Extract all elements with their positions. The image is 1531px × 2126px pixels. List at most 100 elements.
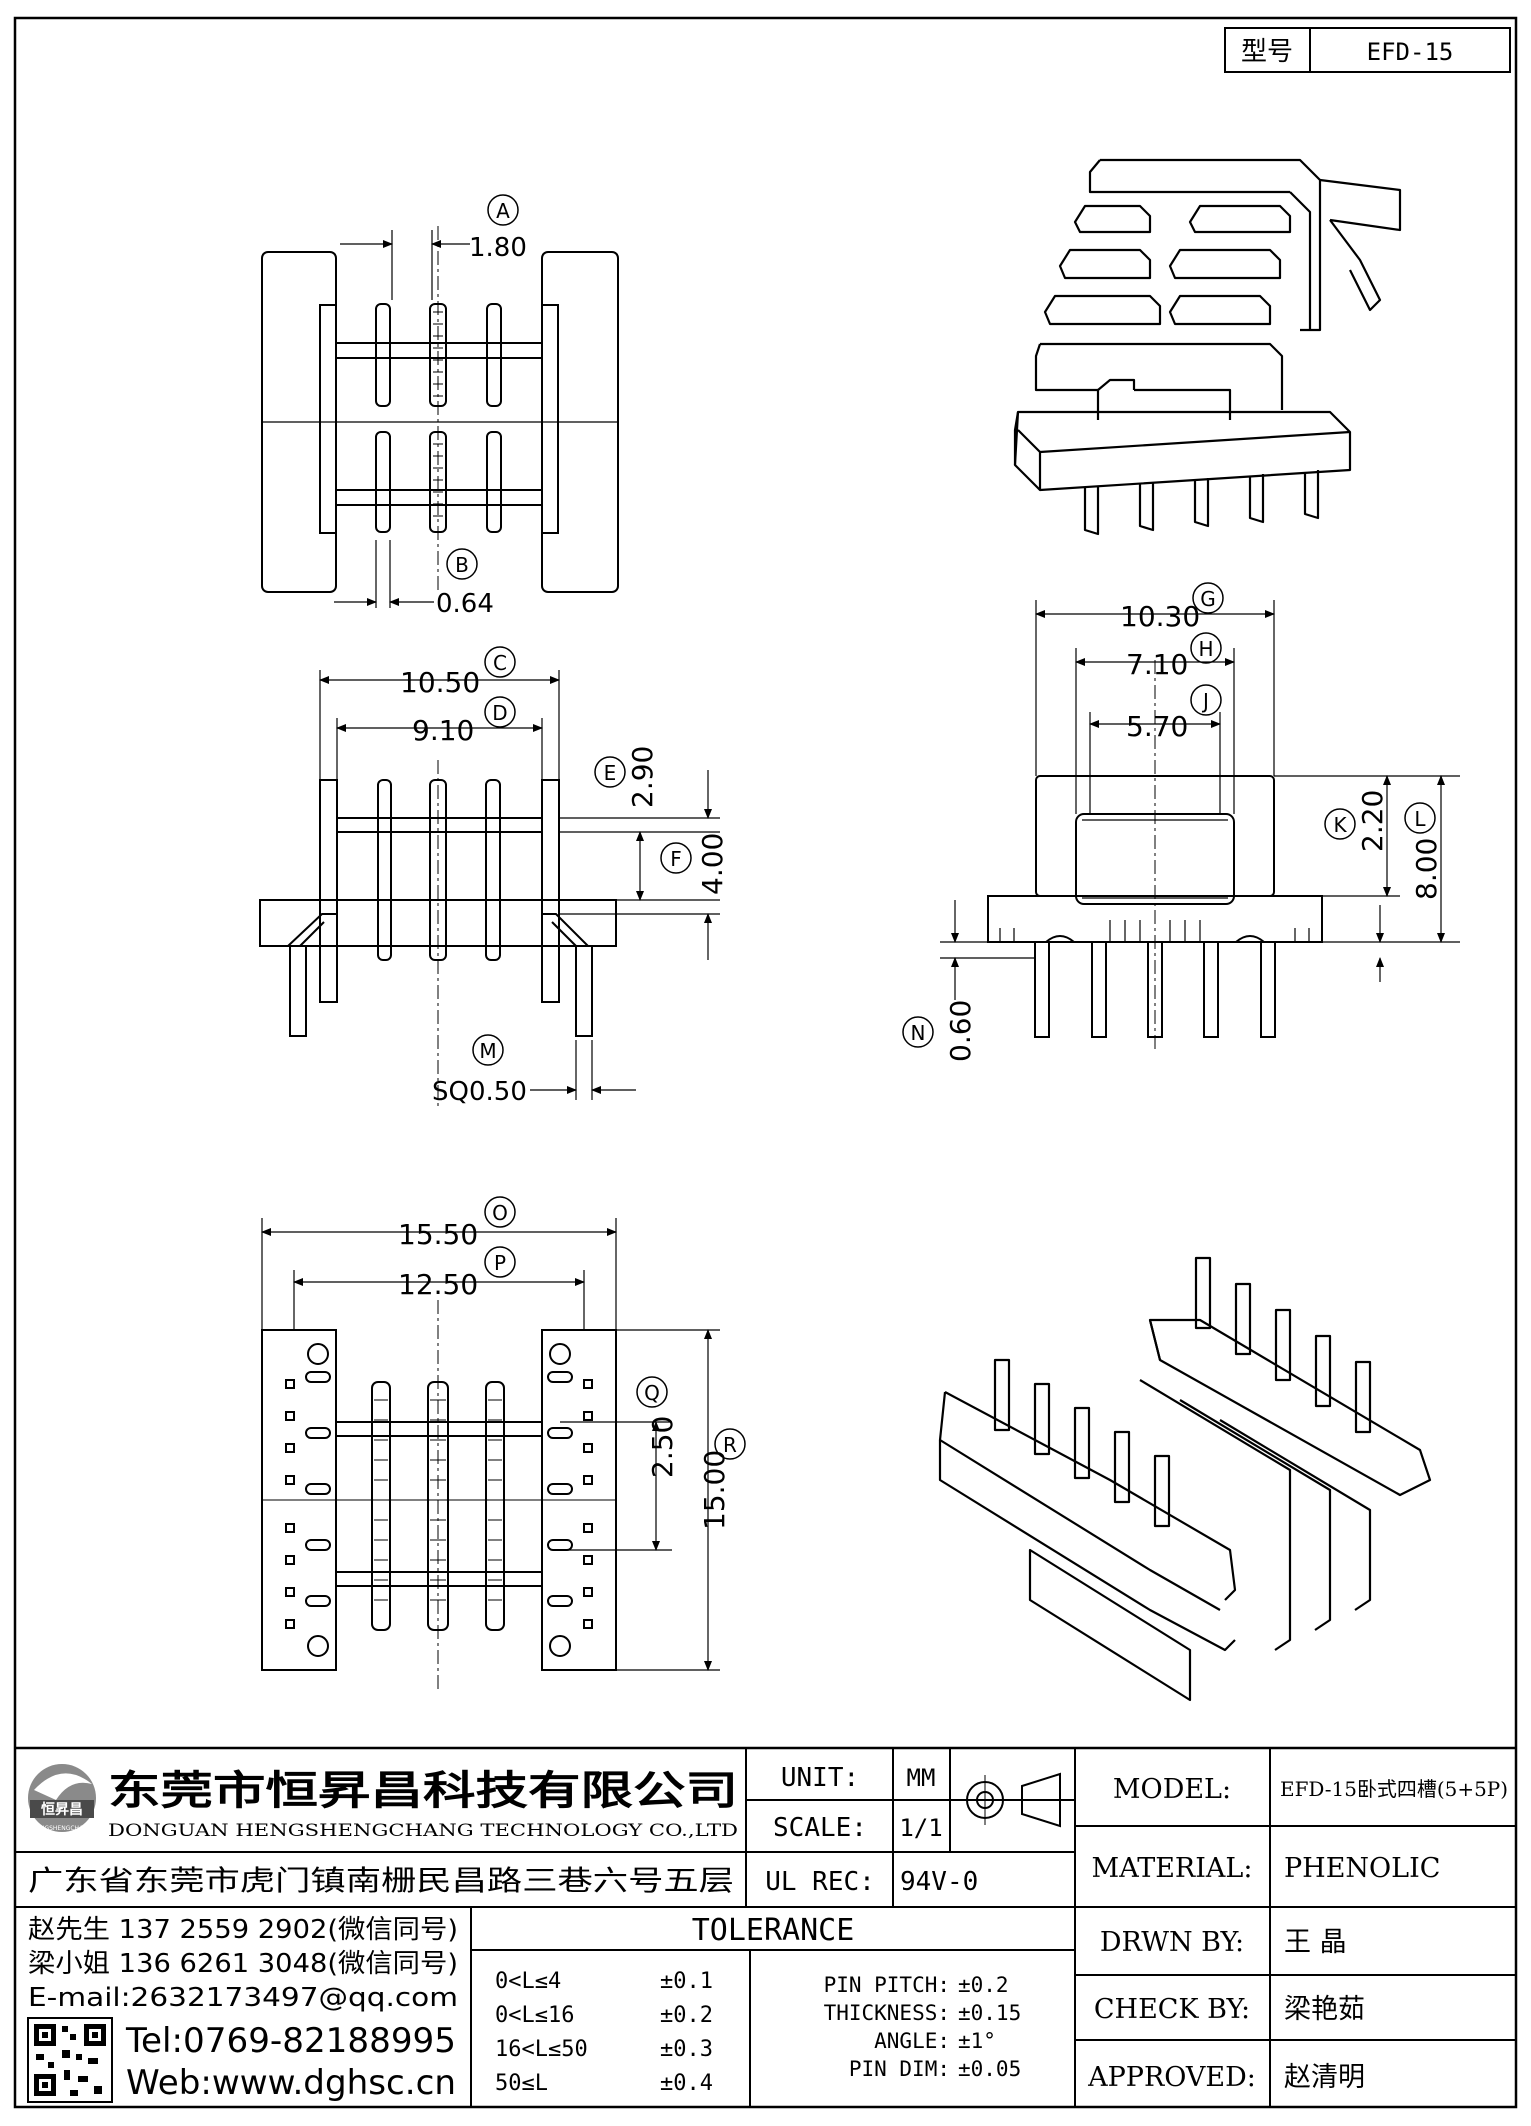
dim-p-value: 12.50 bbox=[398, 1268, 478, 1301]
spec-value: ±1° bbox=[958, 2029, 996, 2053]
unit-label: UNIT: bbox=[781, 1763, 859, 1793]
scale-label: SCALE: bbox=[773, 1813, 867, 1843]
title-block: 恒昇昌 HENGSHENGCHANG 东莞市恒昇昌科技有限公司 DONGUAN … bbox=[15, 1746, 1516, 2107]
material-label: MATERIAL: bbox=[1092, 1853, 1253, 1884]
ulrec-label: UL REC: bbox=[765, 1867, 875, 1897]
dim-d: 9.10 D bbox=[412, 696, 516, 747]
dim-r-letter: R bbox=[723, 1433, 737, 1457]
contact-line-1: 赵先生 137 2559 2902(微信同号) bbox=[28, 1915, 458, 1945]
dim-h-letter: H bbox=[1198, 637, 1213, 661]
dim-n-value: 0.60 bbox=[944, 1000, 977, 1062]
contact-line-2: 梁小姐 136 6261 3048(微信同号) bbox=[28, 1949, 458, 1979]
model-value: EFD-15卧式四槽(5+5P) bbox=[1280, 1777, 1508, 1801]
dim-b-letter: B bbox=[455, 553, 469, 577]
projection-symbol-icon bbox=[960, 1772, 1061, 1828]
top-view bbox=[261, 226, 619, 608]
dim-h: 7.10 H bbox=[1126, 632, 1222, 681]
drawn-by-value: 王 晶 bbox=[1284, 1927, 1347, 1958]
approved-value: 赵清明 bbox=[1284, 2062, 1365, 2093]
dim-l: L 8.00 bbox=[1404, 802, 1443, 900]
tolerance-value: ±0.2 bbox=[660, 2003, 713, 2028]
dim-a: A 1.80 bbox=[469, 194, 527, 263]
tolerance-range: 0<L≤16 bbox=[495, 2003, 574, 2028]
dim-l-value: 8.00 bbox=[1410, 838, 1443, 900]
dim-b-value: 0.64 bbox=[436, 589, 494, 619]
dim-n: N 0.60 bbox=[902, 1000, 977, 1062]
tolerance-range: 50≤L bbox=[495, 2071, 548, 2096]
dim-r: R 15.00 bbox=[698, 1428, 746, 1530]
dim-k-value: 2.20 bbox=[1356, 790, 1389, 852]
tolerance-value: ±0.1 bbox=[660, 1969, 713, 1994]
dim-d-letter: D bbox=[492, 701, 507, 725]
approved-label: APPROVED: bbox=[1087, 2062, 1256, 2093]
spec-value: ±0.15 bbox=[958, 2001, 1021, 2025]
tolerance-table: 0<L≤4 ±0.1 0<L≤16 ±0.2 16<L≤50 ±0.3 50≤L… bbox=[495, 1969, 713, 2096]
isometric-view-bottom bbox=[938, 1256, 1432, 1702]
unit-value: MM bbox=[907, 1764, 936, 1792]
model-header-value: EFD-15 bbox=[1367, 38, 1454, 66]
dim-q-letter: Q bbox=[644, 1381, 660, 1405]
dim-o: 15.50 O bbox=[398, 1196, 516, 1251]
check-by-value: 梁艳茹 bbox=[1284, 1994, 1365, 2025]
drawn-by-label: DRWN BY: bbox=[1100, 1927, 1244, 1958]
company-logo: 恒昇昌 HENGSHENGCHANG bbox=[28, 1764, 96, 1832]
dim-g-value: 10.30 bbox=[1120, 600, 1200, 633]
model-header-box: 型号 EFD-15 bbox=[1224, 27, 1511, 73]
spec-value: ±0.05 bbox=[958, 2057, 1021, 2081]
company-address: 广东省东莞市虎门镇南栅民昌路三巷六号五层 bbox=[28, 1864, 734, 1897]
dim-m: M SQ0.50 bbox=[432, 1034, 527, 1107]
tolerance-range: 0<L≤4 bbox=[495, 1969, 561, 1994]
isometric-view-top bbox=[1013, 158, 1402, 536]
dim-f-letter: F bbox=[670, 847, 682, 871]
dim-p-letter: P bbox=[494, 1251, 506, 1275]
logo-subtext: HENGSHENGCHANG bbox=[32, 1825, 93, 1832]
tolerance-value: ±0.3 bbox=[660, 2037, 713, 2062]
qr-code-icon bbox=[27, 2017, 113, 2103]
side-view bbox=[940, 600, 1460, 1050]
spec-label: ANGLE: bbox=[874, 2029, 950, 2053]
dim-j: 5.70 J bbox=[1126, 684, 1222, 743]
sheet-border bbox=[13, 16, 1518, 2109]
spec-value: ±0.2 bbox=[958, 1973, 1009, 1997]
spec-label: PIN PITCH: bbox=[824, 1973, 950, 1997]
dim-h-value: 7.10 bbox=[1126, 648, 1188, 681]
contact-web: Web:www.dghsc.cn bbox=[126, 2063, 456, 2103]
dim-b: B 0.64 bbox=[436, 548, 494, 619]
dim-c-letter: C bbox=[493, 651, 507, 675]
contact-email: E-mail:2632173497@qq.com bbox=[28, 1983, 458, 2013]
dim-g: 10.30 G bbox=[1120, 582, 1224, 633]
spec-label: PIN DIM: bbox=[849, 2057, 950, 2081]
bottom-view bbox=[261, 1218, 720, 1690]
spec-table: PIN PITCH: ±0.2 THICKNESS: ±0.15 ANGLE: … bbox=[824, 1973, 1022, 2081]
dim-q: Q 2.50 bbox=[636, 1376, 679, 1478]
dim-m-letter: M bbox=[479, 1039, 496, 1063]
company-name-cn: 东莞市恒昇昌科技有限公司 bbox=[108, 1768, 738, 1814]
dim-g-letter: G bbox=[1200, 587, 1216, 611]
dim-j-value: 5.70 bbox=[1126, 710, 1188, 743]
dim-q-value: 2.50 bbox=[646, 1416, 679, 1478]
dim-d-value: 9.10 bbox=[412, 714, 474, 747]
dim-a-value: 1.80 bbox=[469, 233, 527, 263]
tolerance-value: ±0.4 bbox=[660, 2071, 713, 2096]
dim-p: 12.50 P bbox=[398, 1246, 516, 1301]
scale-value: 1/1 bbox=[899, 1814, 942, 1842]
ulrec-value: 94V-0 bbox=[900, 1867, 978, 1897]
dim-o-value: 15.50 bbox=[398, 1218, 478, 1251]
dim-m-value: SQ0.50 bbox=[432, 1077, 527, 1107]
dim-e: E 2.90 bbox=[594, 746, 659, 808]
dim-e-letter: E bbox=[604, 761, 617, 785]
dim-a-letter: A bbox=[496, 199, 510, 223]
company-name-en: DONGUAN HENGSHENGCHANG TECHNOLOGY CO.,LT… bbox=[108, 1821, 738, 1841]
spec-label: THICKNESS: bbox=[824, 2001, 950, 2025]
dim-r-value: 15.00 bbox=[698, 1450, 731, 1530]
contact-tel: Tel:0769-82188995 bbox=[125, 2021, 456, 2061]
check-by-label: CHECK BY: bbox=[1094, 1994, 1250, 2025]
tolerance-title: TOLERANCE bbox=[692, 1913, 855, 1948]
material-value: PHENOLIC bbox=[1284, 1853, 1440, 1884]
dim-c: 10.50 C bbox=[400, 646, 516, 699]
logo-text: 恒昇昌 bbox=[41, 1801, 83, 1818]
model-header-label: 型号 bbox=[1241, 37, 1293, 67]
dim-n-letter: N bbox=[911, 1021, 926, 1045]
dim-f: F 4.00 bbox=[660, 833, 729, 895]
